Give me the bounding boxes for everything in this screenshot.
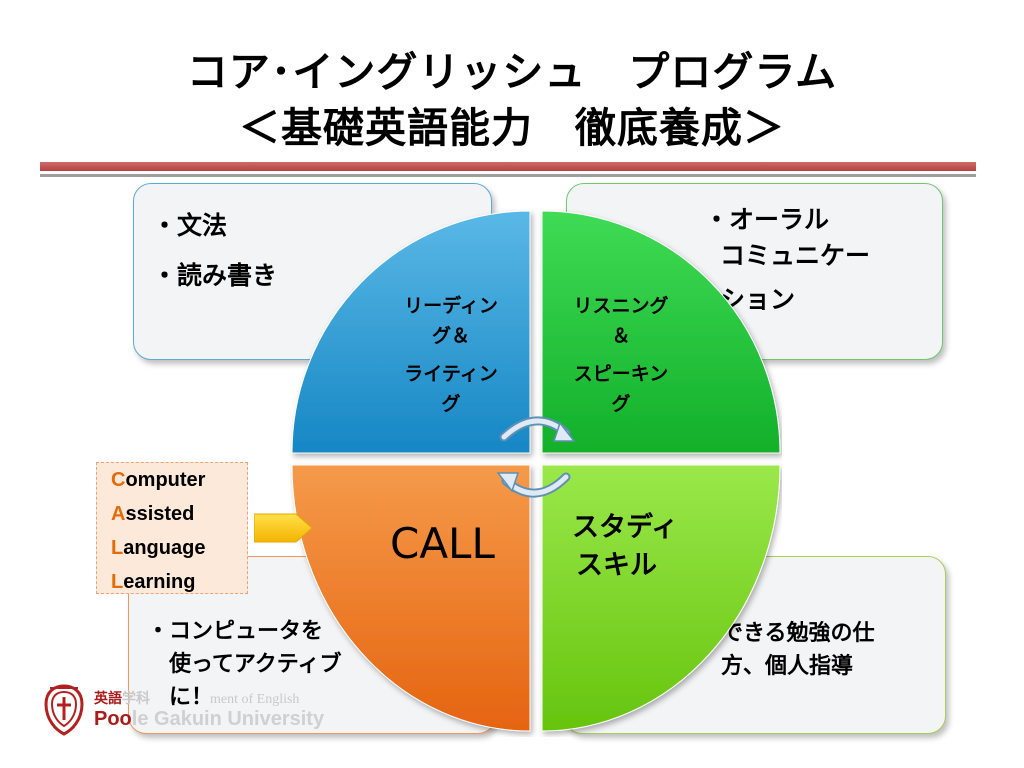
reading-label-line3: ライティン — [404, 363, 498, 385]
cycle-arrows-icon — [496, 416, 576, 498]
call-acronym-language: Language — [111, 531, 247, 565]
reading-label-line1: リーディン — [404, 295, 498, 317]
slide-title-line1: コア･イングリッシュ プログラム — [186, 48, 838, 96]
title-divider — [40, 162, 976, 171]
box-text-grammar: ・文法 — [152, 211, 228, 240]
call-initial-a: A — [111, 503, 126, 525]
box-text-study-method: できる勉強の仕 — [721, 621, 875, 646]
quadrant-study-skills — [541, 464, 781, 732]
listening-label-line2: ＆ — [611, 325, 631, 347]
study-label-line1: スタディ — [572, 512, 679, 543]
call-initial-l1: L — [111, 537, 124, 559]
box-text-active: 使ってアクティブ — [169, 652, 342, 677]
box-text-reading-writing: ・読み書き — [152, 261, 278, 290]
logo-department-text: 英語学科 ment of English — [94, 688, 299, 708]
call-rest-computer: omputer — [125, 469, 206, 491]
listening-label-line4: グ — [611, 393, 631, 415]
call-acronym-computer: Computer — [111, 463, 247, 497]
title-divider-shadow — [40, 174, 976, 177]
call-acronym-learning: Learning — [111, 565, 247, 599]
listening-label-line1: リスニング — [573, 295, 669, 317]
box-text-communication: コミュニケー — [720, 241, 871, 270]
listening-label-line3: スピーキン — [573, 363, 669, 385]
logo-univ-visible: Poo — [94, 708, 132, 730]
university-seal-logo — [44, 684, 84, 736]
slide-title-line2: ＜基礎英語能力 徹底養成＞ — [239, 104, 785, 152]
call-rest-assisted: ssisted — [125, 503, 195, 525]
box-text-computer: ・コンピュータを — [147, 619, 324, 644]
study-skills-label: スタディ スキル — [572, 509, 678, 585]
study-label-line2: スキル — [576, 550, 657, 581]
logo-dept-faint-a: 学科 — [122, 691, 150, 707]
call-initial-c: C — [111, 469, 126, 491]
reading-label: リーディン グ＆ ライティン グ — [386, 291, 516, 419]
call-acronym-box: Computer Assisted Language Learning — [96, 462, 248, 594]
box-text-individual-guidance: 方、個人指導 — [721, 654, 854, 679]
box-text-active-end: に！ — [169, 685, 214, 710]
box-text-oral: ・オーラル — [704, 205, 830, 234]
call-rest-language: anguage — [123, 537, 206, 559]
logo-university-text: Poole Gakuin University — [94, 708, 324, 731]
call-rest-learning: earning — [123, 571, 196, 593]
skills-circle-graphic — [291, 210, 781, 732]
logo-dept-visible: 英語 — [94, 691, 122, 707]
logo-univ-faint: le Gakuin University — [131, 708, 325, 730]
reading-label-line4: グ — [441, 393, 461, 415]
call-initial-l2: L — [111, 571, 124, 593]
call-acronym-assisted: Assisted — [111, 497, 247, 531]
pointer-arrow-icon — [254, 513, 313, 543]
quadrant-call — [291, 464, 531, 732]
quadrant-reading-writing — [291, 210, 531, 454]
skills-circle: リーディン グ＆ ライティン グ リスニング ＆ スピーキン グ CALL スタ… — [290, 209, 782, 737]
quadrant-listening-speaking — [541, 210, 781, 454]
call-label: CALL — [390, 519, 495, 568]
reading-label-line2: グ＆ — [431, 325, 470, 347]
listening-label: リスニング ＆ スピーキン グ — [556, 291, 686, 419]
logo-dept-faint-b: ment of English — [210, 692, 300, 707]
